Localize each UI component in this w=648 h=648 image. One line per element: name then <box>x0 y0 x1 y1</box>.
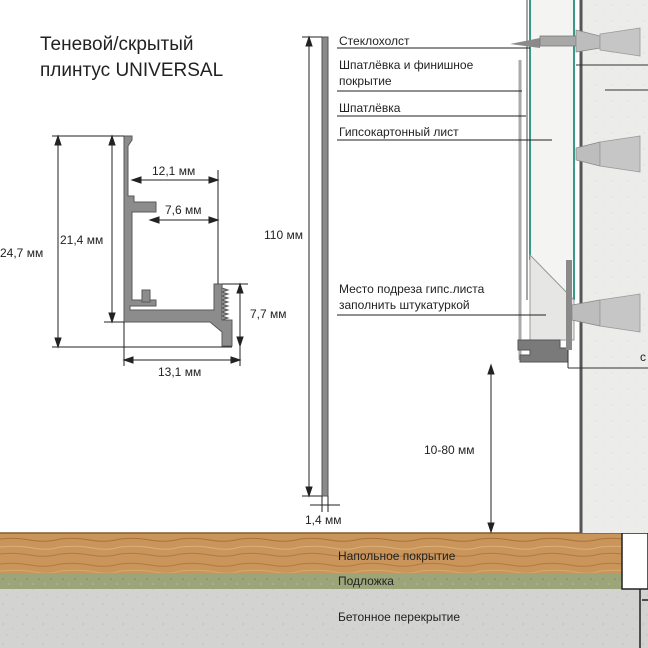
label-underlay: Подложка <box>338 574 394 588</box>
dimension-110: 110 мм <box>264 228 303 242</box>
profile-serration <box>220 287 230 321</box>
dowel-icon-middle <box>575 135 641 173</box>
dimension-7-6: 7,6 мм <box>165 203 202 217</box>
label-cut-line1: Место подреза гипс.листа <box>339 282 485 296</box>
dimension-10-80: 10-80 мм <box>424 443 475 457</box>
masonry-wall <box>580 0 648 533</box>
title-line-1: Теневой/скрытый <box>40 34 194 55</box>
profile-elevation <box>321 36 329 497</box>
label-drywall: Гипсокартонный лист <box>339 125 459 139</box>
dimension-24-7: 24,7 мм <box>0 246 44 260</box>
label-fiberglass: Стеклохолст <box>339 34 410 48</box>
label-concrete: Бетонное перекрытие <box>338 610 461 624</box>
page-title: Теневой/скрытый плинтус UNIVERSAL <box>40 32 223 84</box>
drywall-cut <box>529 253 575 341</box>
title-line-2: плинтус UNIVERSAL <box>40 60 224 81</box>
label-putty: Шпатлёвка <box>339 101 401 115</box>
dimension-13-1: 13,1 мм <box>158 365 202 379</box>
floor-side-panel <box>621 532 648 590</box>
drywall-sheet <box>530 0 574 300</box>
floor-covering-layer <box>0 533 622 573</box>
label-cut-line2: заполнить штукатуркой <box>339 298 470 312</box>
dimension-1-4: 1,4 мм <box>305 513 342 527</box>
dimension-12-1: 12,1 мм <box>152 164 196 178</box>
dimension-7-7: 7,7 мм <box>250 307 287 321</box>
concrete-slab-layer <box>0 589 648 648</box>
screw-icon-top <box>510 27 641 57</box>
installed-profile <box>517 339 569 363</box>
label-cut-off: с <box>640 350 646 364</box>
underlay-layer <box>0 573 622 589</box>
dimension-21-4: 21,4 мм <box>60 233 104 247</box>
label-putty-finish-line2: покрытие <box>339 74 392 88</box>
label-putty-finish-line1: Шпатлёвка и финишное <box>339 58 474 72</box>
profile-section <box>123 135 233 347</box>
dowel-icon-bottom <box>571 293 641 333</box>
label-flooring: Напольное покрытие <box>338 549 456 563</box>
